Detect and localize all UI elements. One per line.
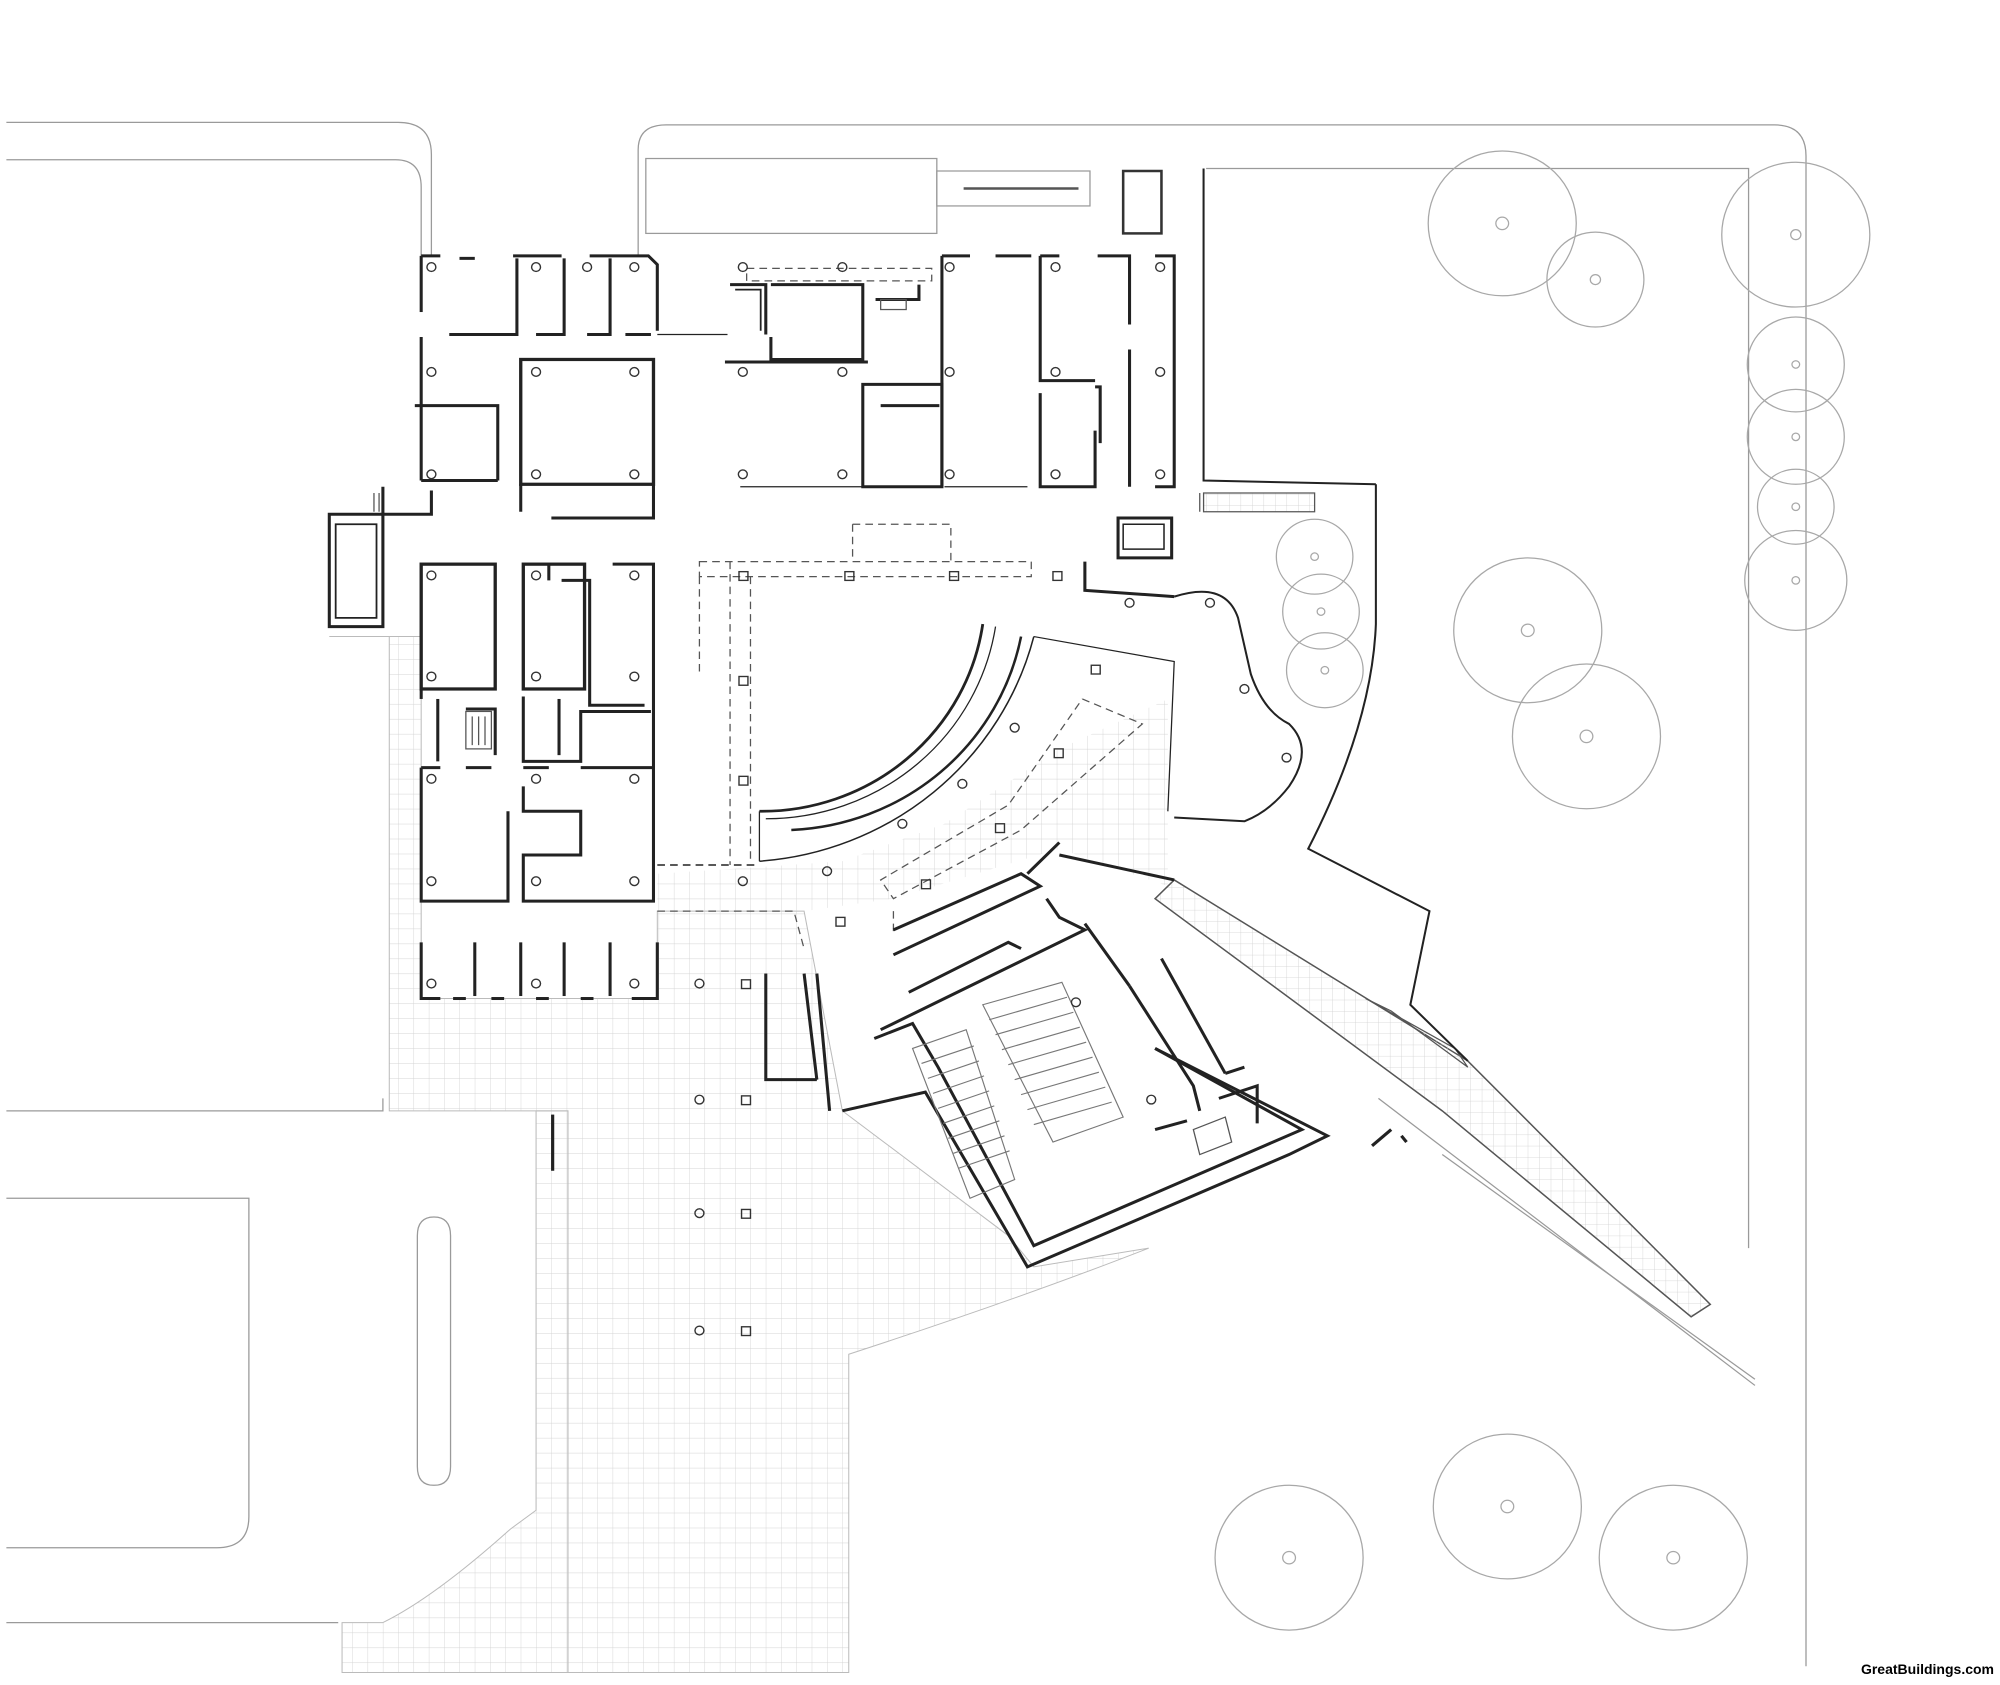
lobby-curve [1173,168,1469,1062]
misc-elements [551,333,1408,1171]
paved-plaza-grid [329,492,1712,1674]
site-outline [6,121,1807,1667]
columns [426,262,1292,1336]
credit-watermark: GreatBuildings.com [1860,1661,1994,1677]
curved-gallery [657,623,1175,866]
stairs [373,298,1233,1156]
building-walls [327,254,1176,1001]
auditorium-seating [911,981,1124,1199]
auditorium-walls [764,841,1331,1269]
overhead-dashed [657,267,1144,949]
square-piers [738,570,1101,1337]
tree-canopy [1214,150,1871,1631]
